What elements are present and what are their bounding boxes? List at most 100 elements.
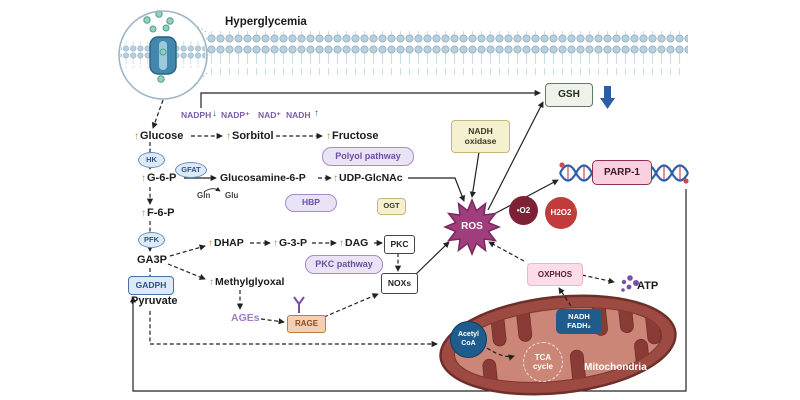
oxphos-box: OXPHOS [527,263,583,286]
g3p-text: G-3-P [279,237,308,249]
pfk-enzyme: PFK [138,232,165,248]
g6p-label: ↑G-6-P [141,172,176,185]
up-arrow-icon: ↑ [141,173,146,184]
glucosamine-label: Glucosamine-6-P [220,172,306,184]
glucose-label: ↑Glucose [134,130,183,143]
up-arrow-icon: ↑ [273,238,278,249]
arrow-ages-rage [260,318,285,325]
gadph-enzyme: GADPH [128,276,174,295]
up-arrow-icon: ↑ [141,208,146,219]
udp-glcnac-label: ↑UDP-GlcNAc [333,172,403,185]
nadph-label: NADPH [181,110,212,120]
arrow-ga3p-dhap [169,244,206,257]
glucose-molecule-icons [143,10,174,83]
g6p-text: G-6-P [147,172,177,184]
nadp-label: NADP⁺ [221,110,250,120]
methylglyoxal-label: ↑Methylglyoxal [209,276,284,289]
arrow-pyruvate-mitochondria [149,311,438,348]
dag-label: ↑DAG [339,237,368,250]
ros-label: ROS [461,221,483,232]
tca-line1: TCA [534,352,552,362]
gln-label: Gln [197,191,211,200]
mitochondria-label: Mitochondria [584,362,647,373]
arrow-mito-oxphos [558,287,572,307]
udp-text: UDP-GlcNAc [339,172,403,184]
plasma-membrane [206,31,688,75]
gsh-box: GSH [545,83,593,107]
ros-star [443,198,501,256]
nadph-decrease-icon: ↓ [212,108,217,119]
parp1-box: PARP-1 [592,160,652,185]
noxs-box: NOXs [381,273,418,294]
arrow-oxphos-atp [581,274,615,284]
mito-arrows [486,274,615,361]
arrow-nadph-gsh [200,89,541,108]
up-arrow-icon: ↑ [134,131,139,142]
nadh-oxidase-line1: NADH [468,125,493,136]
ages-label: AGEs [231,312,260,324]
up-arrow-icon: ↑ [209,277,214,288]
acetyl-line2: CoA [461,339,476,347]
mitochondria-shape [439,294,677,396]
arrow-ga3p-methylglyoxal [167,263,206,280]
arrow-gln-glu [203,186,221,193]
glu-label: Glu [225,191,239,200]
atp-label: ATP [637,280,659,292]
dhap-text: DHAP [214,237,244,249]
up-arrow-icon: ↑ [339,238,344,249]
polyol-pathway-pill: Polyol pathway [322,147,414,166]
arrow-acetylcoa-tca [486,347,515,361]
fructose-label: ↑Fructose [326,130,378,143]
arrow-cell-glucose [151,99,164,129]
dhap-label: ↑DHAP [208,237,244,250]
f6p-label: ↑F-6-P [141,207,175,220]
arrow-udp-ros [408,177,465,202]
nadh-increase-icon: ↑ [314,108,319,119]
dna-damage-mark [559,162,565,168]
fadh2-line: FADH₂ [567,320,591,330]
tca-cycle-circle: TCA cycle [523,342,563,382]
dna-damage-mark [683,178,689,184]
pyruvate-label: Pyruvate [131,295,178,307]
hbp-pill: HBP [285,194,337,212]
nadh-fadh2-box: NADH FADH₂ [556,309,602,334]
ga3p-label: GA3P [137,254,167,266]
arrow-rage-noxs [323,293,379,318]
pkc-pathway-pill: PKC pathway [305,255,383,274]
nadh-line: NADH [568,311,590,321]
dag-text: DAG [345,237,369,249]
up-arrow-icon: ↑ [333,173,338,184]
up-arrow-icon: ↑ [208,238,213,249]
pkc-box: PKC [384,235,415,254]
rage-box: RAGE [287,315,326,333]
up-arrow-icon: ↑ [226,131,231,142]
g3p-label: ↑G-3-P [273,237,307,250]
sorbitol-text: Sorbitol [232,130,274,142]
methylglyoxal-text: Methylglyoxal [215,276,285,288]
ogt-enzyme: OGT [377,198,406,215]
fructose-text: Fructose [332,130,379,142]
parp-increase-icon: ↑ [572,202,578,216]
sorbitol-label: ↑Sorbitol [226,130,274,143]
atp-icon [621,275,639,292]
up-arrow-icon: ↑ [326,131,331,142]
acetyl-line1: Acetyl [457,331,479,339]
arrow-nadh-oxidase-ros [469,151,480,198]
rage-receptor-icon [293,296,305,313]
gsh-decrease-arrow-icon [600,86,615,109]
arrow-ros-gsh [487,101,544,211]
superoxide-circle: •O2 [509,196,538,225]
arrow-parp-gadph-loop [129,189,687,392]
nadh-oxidase-box: NADH oxidase [451,120,510,153]
nadh-oxidase-line2: oxidase [464,135,497,146]
f6p-text: F-6-P [147,207,175,219]
tca-line2: cycle [532,362,554,371]
h2o2-circle: H2O2 [545,197,577,229]
arrow-oxphos-ros [488,241,525,262]
hyperglycemia-title: Hyperglycemia [225,16,307,28]
gfat-enzyme: GFAT [175,162,207,178]
cell-zoom-circle [118,10,208,100]
nad-label: NAD⁺ [258,110,281,120]
